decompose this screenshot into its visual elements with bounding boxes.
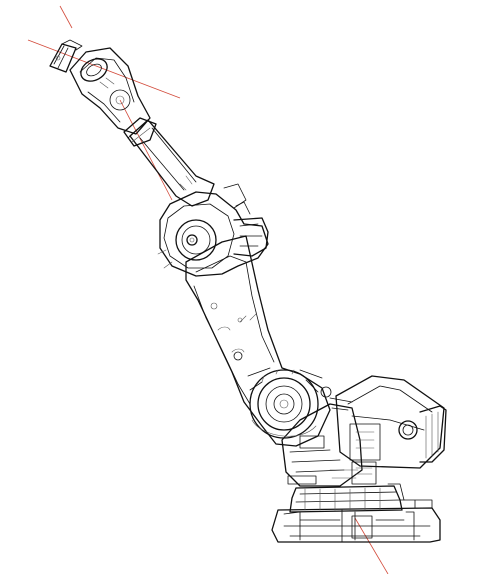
tool-flange — [49, 39, 83, 73]
axis-lines — [27, 5, 389, 574]
counterbalance — [320, 375, 447, 469]
upper-arm-axis-line — [119, 99, 173, 201]
elbow-housing — [157, 183, 269, 277]
base-axis-line — [354, 517, 389, 574]
base — [271, 483, 441, 543]
shoulder-joint — [247, 367, 323, 439]
tool-axis-line — [59, 5, 73, 29]
upper-arm — [123, 117, 215, 207]
turntable — [281, 403, 377, 487]
wrist-axis-line — [27, 39, 181, 99]
lower-arm — [185, 235, 331, 447]
wrist — [69, 47, 151, 135]
